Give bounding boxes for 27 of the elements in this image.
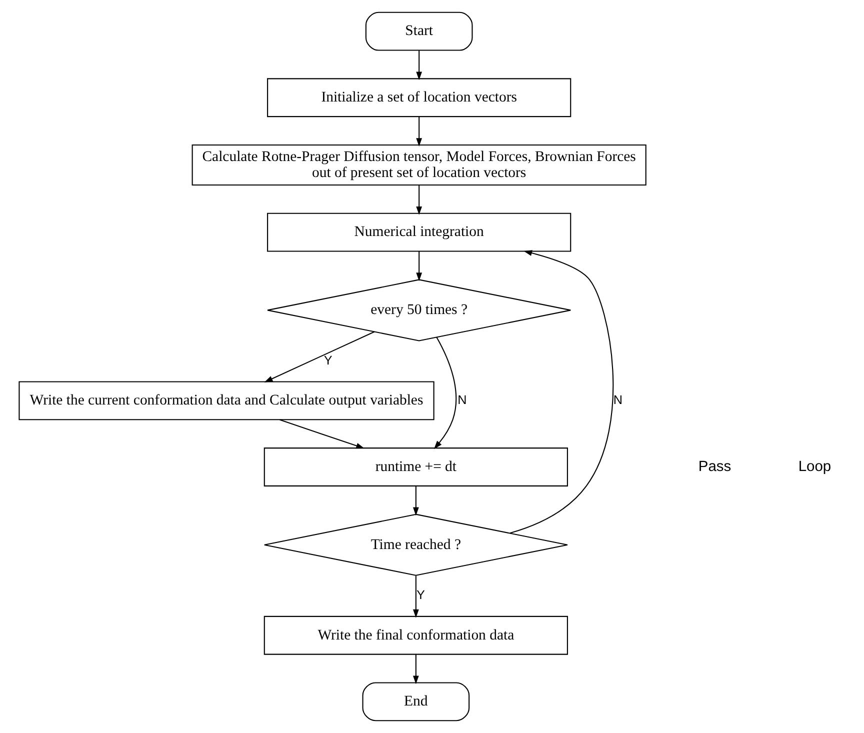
arrow — [279, 419, 364, 449]
arrow — [509, 250, 614, 534]
node-box: Calculate Rotne-Prager Diffusion tensor, Model Forces, Brownian Forces out of present set of location vectors — [191, 144, 646, 186]
arrow — [433, 337, 456, 450]
arrow — [416, 116, 422, 147]
edge-label: Y — [416, 588, 424, 602]
node-diamond: Time reached ? — [263, 514, 568, 576]
arrow — [412, 576, 418, 618]
arrow — [264, 331, 374, 382]
node-box: Numerical integration — [266, 212, 571, 252]
edge-label: Y — [323, 354, 332, 368]
edge-label: N — [457, 392, 466, 407]
arrow — [416, 185, 422, 215]
label: Loop — [798, 458, 831, 475]
node-box: Initialize a set of location vectors — [266, 78, 571, 118]
edge-label: N — [612, 392, 622, 407]
arrow — [416, 251, 422, 282]
node-box: Write the final conformation data — [263, 616, 568, 655]
arrow — [416, 50, 422, 80]
node-box: Write the current conformation data and Calculate output variables — [18, 381, 434, 420]
node-diamond: every 50 times ? — [266, 279, 571, 342]
node-box: Start — [364, 12, 472, 51]
arrow — [412, 486, 418, 516]
label: Pass — [698, 458, 731, 475]
arrow — [412, 654, 418, 684]
node-box: runtime += dt — [263, 448, 568, 486]
node-box: End — [362, 682, 470, 722]
